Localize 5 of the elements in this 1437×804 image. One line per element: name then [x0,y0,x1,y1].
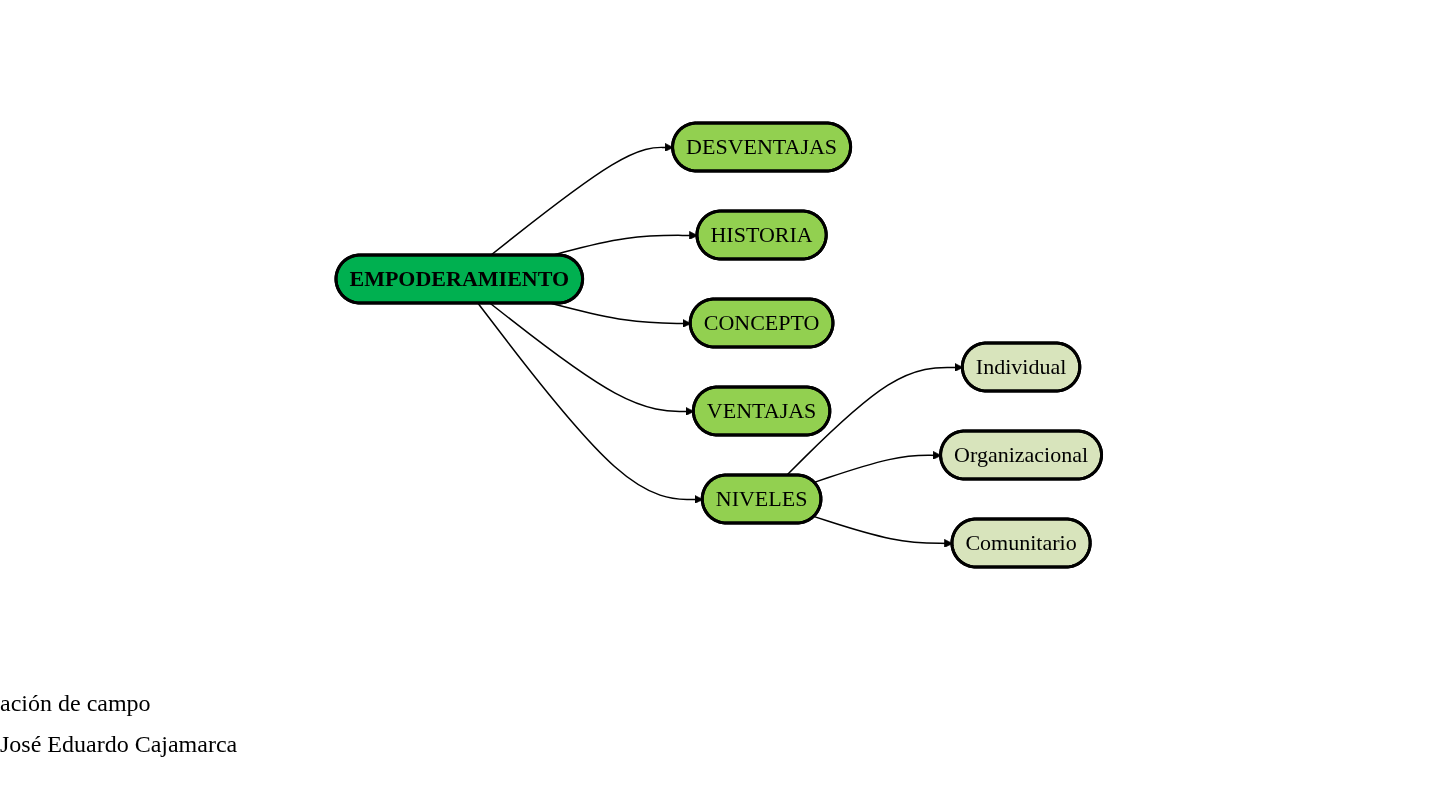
footnote-text: José Eduardo Cajamarca [0,731,238,758]
footnote-text: ación de campo [0,690,152,717]
arrow [813,515,953,548]
arrow [477,302,703,504]
arrow [489,302,694,416]
